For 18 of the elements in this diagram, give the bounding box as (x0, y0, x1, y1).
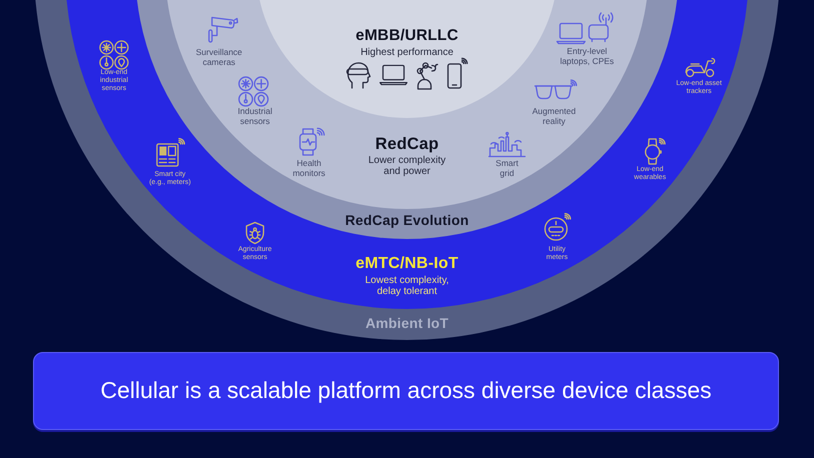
device-label: Augmented reality (531, 107, 577, 126)
device-label: Health monitors (292, 159, 326, 178)
tier-title: eMBB/URLLC (356, 27, 458, 45)
ring-band (65, 0, 749, 309)
device-label: Surveillance cameras (194, 48, 244, 68)
summary-banner (33, 352, 779, 430)
tier-description: Highest performance (360, 47, 454, 58)
banner-text: Cellular is a scalable platform across diverse device classes (100, 377, 712, 405)
tier-title: Ambient IoT (365, 315, 449, 332)
tier-title: RedCap (375, 135, 439, 154)
device-label: Entry-level laptops, CPEs (559, 47, 615, 66)
tier-description: Lowest complexity, delay tolerant (364, 275, 450, 298)
device-label: Smart grid (494, 159, 520, 178)
tier-title: RedCap Evolution (345, 212, 469, 228)
device-label: Industrial sensors (236, 107, 274, 126)
tier-title: eMTC/NB-IoT (356, 255, 458, 274)
outer-ring (34, 0, 780, 340)
tier-description: Lower complexity and power (367, 155, 447, 178)
